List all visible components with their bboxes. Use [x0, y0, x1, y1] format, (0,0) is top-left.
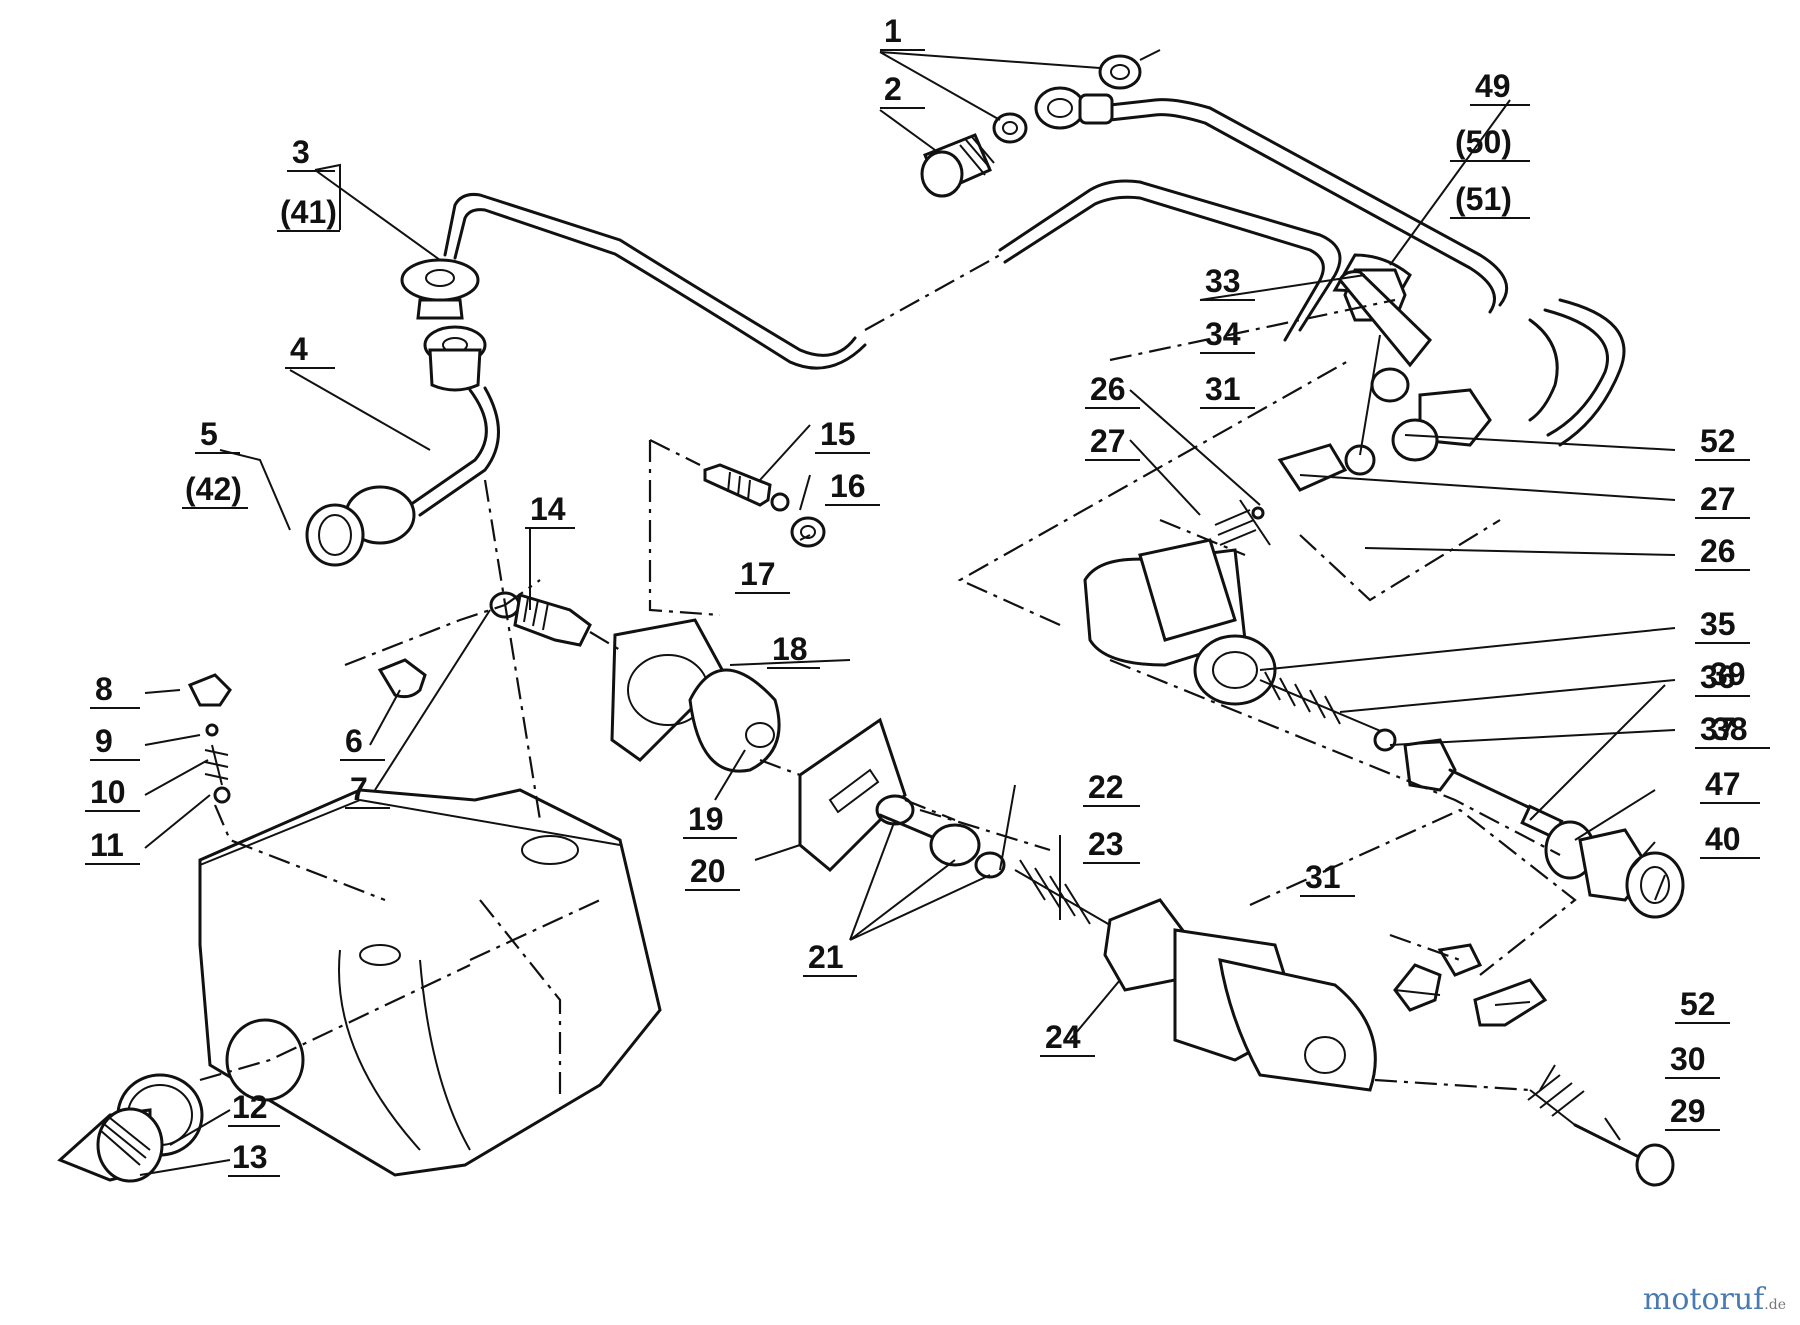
watermark-brand: motoruf [1642, 1282, 1765, 1317]
assembly-guide-lines [199, 298, 1577, 1092]
callout-41: (41) [280, 194, 337, 230]
callout-1: 1 [884, 13, 902, 49]
callout-17: 17 [740, 556, 776, 592]
callout-15: 15 [820, 416, 856, 452]
callout-24: 24 [1045, 1019, 1081, 1055]
fuel-tank [198, 788, 662, 1177]
callout-13: 13 [232, 1139, 268, 1175]
callout-31a: 31 [1205, 371, 1241, 407]
callout-27a: 27 [1090, 423, 1126, 459]
callout-34: 34 [1205, 316, 1241, 352]
watermark: motoruf.de [1643, 1282, 1786, 1317]
callout-26b: 26 [1700, 533, 1736, 569]
filler-neck-parts [305, 258, 500, 567]
flange-assembly [610, 463, 907, 873]
callout-4: 4 [290, 331, 308, 367]
leader-lines [139, 51, 1676, 1176]
callout-33: 33 [1205, 263, 1241, 299]
callout-36: 36 [1700, 659, 1736, 695]
callout-49: 49 [1475, 68, 1511, 104]
callout-47: 47 [1705, 766, 1741, 802]
callout-19: 19 [688, 801, 724, 837]
callout-52b: 52 [1680, 986, 1716, 1022]
pump-internals [875, 794, 1377, 1092]
callout-6: 6 [345, 723, 363, 759]
callout-39: 39 [1710, 656, 1746, 692]
right-assembly [1083, 253, 1685, 919]
callout-20: 20 [690, 853, 726, 889]
callout-8: 8 [95, 671, 113, 707]
filler-cap [57, 1073, 204, 1183]
callout-40: 40 [1705, 821, 1741, 857]
callout-9: 9 [95, 723, 113, 759]
callout-14: 14 [530, 491, 566, 527]
callout-35: 35 [1700, 606, 1736, 642]
callout-16: 16 [830, 468, 866, 504]
callout-labels: 1 2 3 (41) 4 5 (42) 6 7 8 9 10 11 12 13 … [90, 13, 1748, 1175]
callout-30: 30 [1670, 1041, 1706, 1077]
callout-2: 2 [884, 71, 902, 107]
callout-38: 38 [1712, 711, 1748, 747]
callout-3: 3 [292, 134, 310, 170]
callout-42: (42) [185, 471, 242, 507]
bottom-right-parts [1393, 943, 1675, 1187]
callout-18: 18 [772, 631, 808, 667]
callout-29: 29 [1670, 1093, 1706, 1129]
callout-27b: 27 [1700, 481, 1736, 517]
callout-22: 22 [1088, 769, 1124, 805]
callout-52a: 52 [1700, 423, 1736, 459]
callout-21: 21 [808, 939, 844, 975]
callout-51: (51) [1455, 181, 1512, 217]
small-fittings [187, 591, 592, 804]
callout-7: 7 [350, 771, 368, 807]
callout-26a: 26 [1090, 371, 1126, 407]
callout-50: (50) [1455, 124, 1512, 160]
callout-23: 23 [1088, 826, 1124, 862]
callout-31b: 31 [1305, 859, 1341, 895]
watermark-suffix: .de [1764, 1297, 1786, 1313]
callout-37: 37 [1700, 711, 1736, 747]
callout-5: 5 [200, 416, 218, 452]
fuel-lines [443, 98, 1626, 447]
callout-12: 12 [232, 1089, 268, 1125]
banjo-fitting [920, 49, 1161, 198]
callout-11: 11 [90, 827, 124, 863]
callout-10: 10 [90, 774, 126, 810]
callout-underlines [85, 49, 1770, 1177]
